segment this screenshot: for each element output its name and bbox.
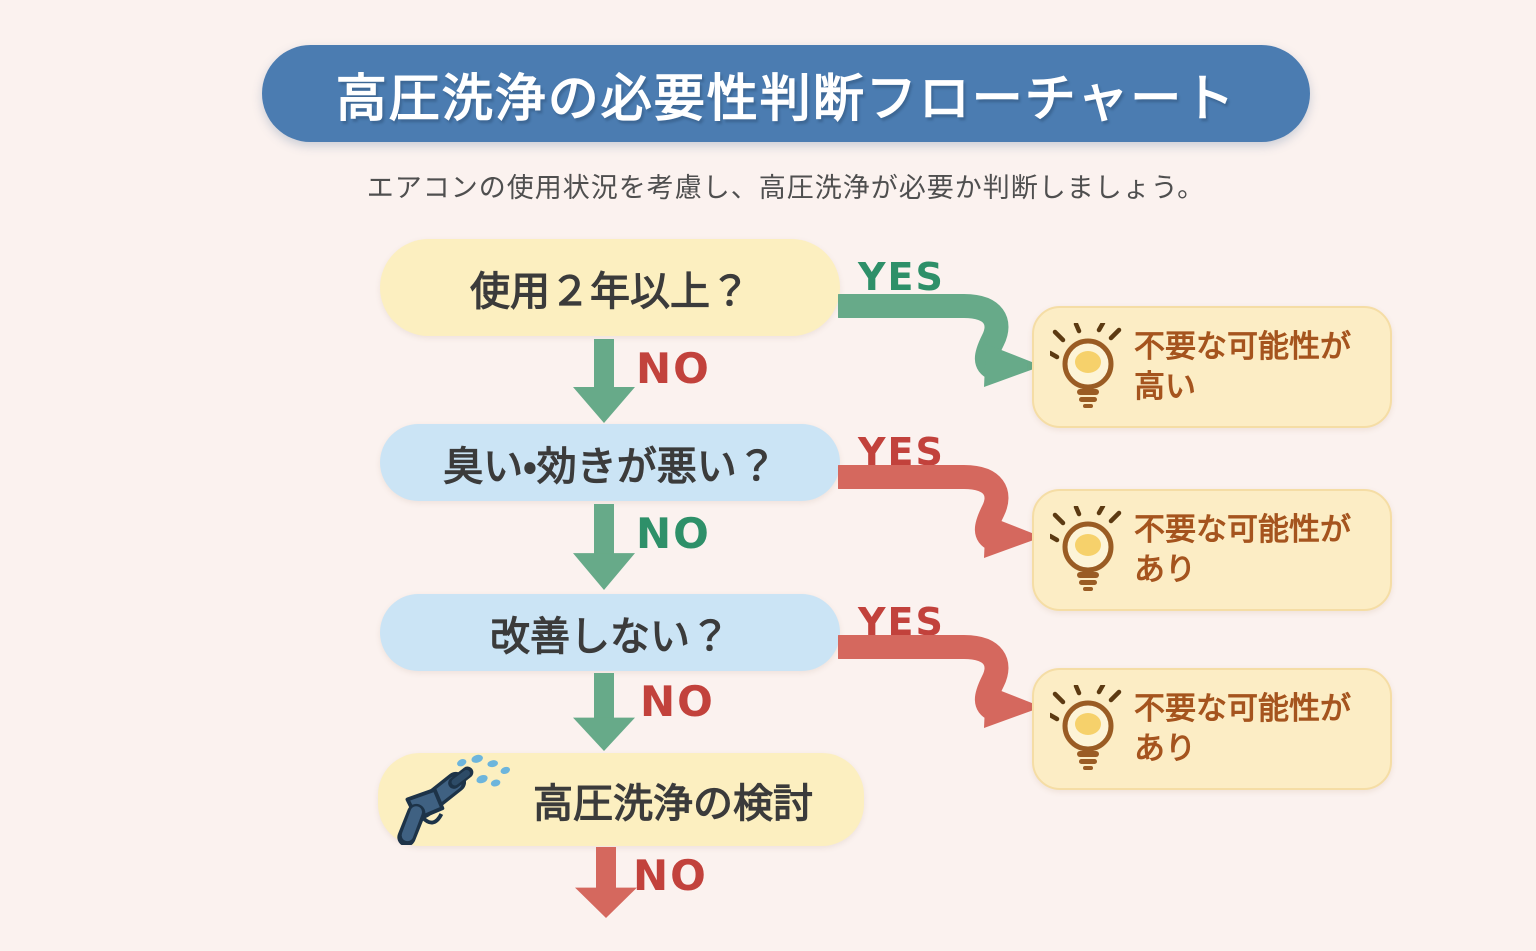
down-arrow-icon-3	[573, 673, 635, 751]
result-line: あり	[1134, 731, 1196, 767]
question-box-no-improvement: 改善しない？	[380, 594, 840, 671]
yes-label-1: YES	[858, 255, 945, 299]
pressure-washer-gun-icon	[397, 754, 510, 845]
result-box-1: 不要な可能性が 高い	[1032, 306, 1392, 428]
result-text: 不要な可能性が 高い	[1134, 327, 1351, 407]
question-box-smell-performance: 臭い・効きが悪い？	[380, 424, 840, 501]
down-arrow-icon-1	[573, 339, 635, 423]
lightbulb-icon	[1050, 506, 1122, 591]
lightbulb-icon	[1050, 323, 1122, 408]
yes-arrow-icon-3	[838, 635, 1042, 728]
result-line: あり	[1134, 552, 1196, 588]
page-subtitle: エアコンの使用状況を考慮し、高圧洗浄が必要か判断しましょう。	[366, 173, 1206, 204]
no-label-1: NO	[636, 344, 711, 393]
result-line: 不要な可能性が	[1134, 329, 1351, 365]
question-label: 臭い・効きが悪い？	[443, 443, 777, 490]
question-label: 使用２年以上？	[470, 268, 750, 315]
no-label-4: NO	[633, 851, 708, 900]
yes-arrow-icon-2	[838, 465, 1042, 558]
down-arrow-icon-2	[573, 504, 635, 590]
yes-arrow-icon-1	[838, 294, 1042, 387]
page-title: 高圧洗浄の必要性判断フローチャート	[335, 69, 1237, 129]
no-label-3: NO	[640, 677, 715, 726]
title-banner: 高圧洗浄の必要性判断フローチャート	[262, 45, 1310, 142]
result-line: 不要な可能性が	[1134, 512, 1351, 548]
result-line: 高い	[1134, 369, 1196, 405]
final-step-label: 高圧洗浄の検討	[533, 780, 813, 827]
question-label: 改善しない？	[490, 613, 730, 660]
question-box-usage-years: 使用２年以上？	[380, 239, 840, 336]
result-text: 不要な可能性が あり	[1134, 510, 1351, 590]
result-line: 不要な可能性が	[1134, 691, 1351, 727]
result-box-3: 不要な可能性が あり	[1032, 668, 1392, 790]
final-box-consider-cleaning: 高圧洗浄の検討	[378, 753, 864, 846]
lightbulb-icon	[1050, 685, 1122, 770]
down-arrow-icon-4	[575, 847, 637, 918]
result-text: 不要な可能性が あり	[1134, 689, 1351, 769]
no-label-2: NO	[636, 509, 711, 558]
result-box-2: 不要な可能性が あり	[1032, 489, 1392, 611]
